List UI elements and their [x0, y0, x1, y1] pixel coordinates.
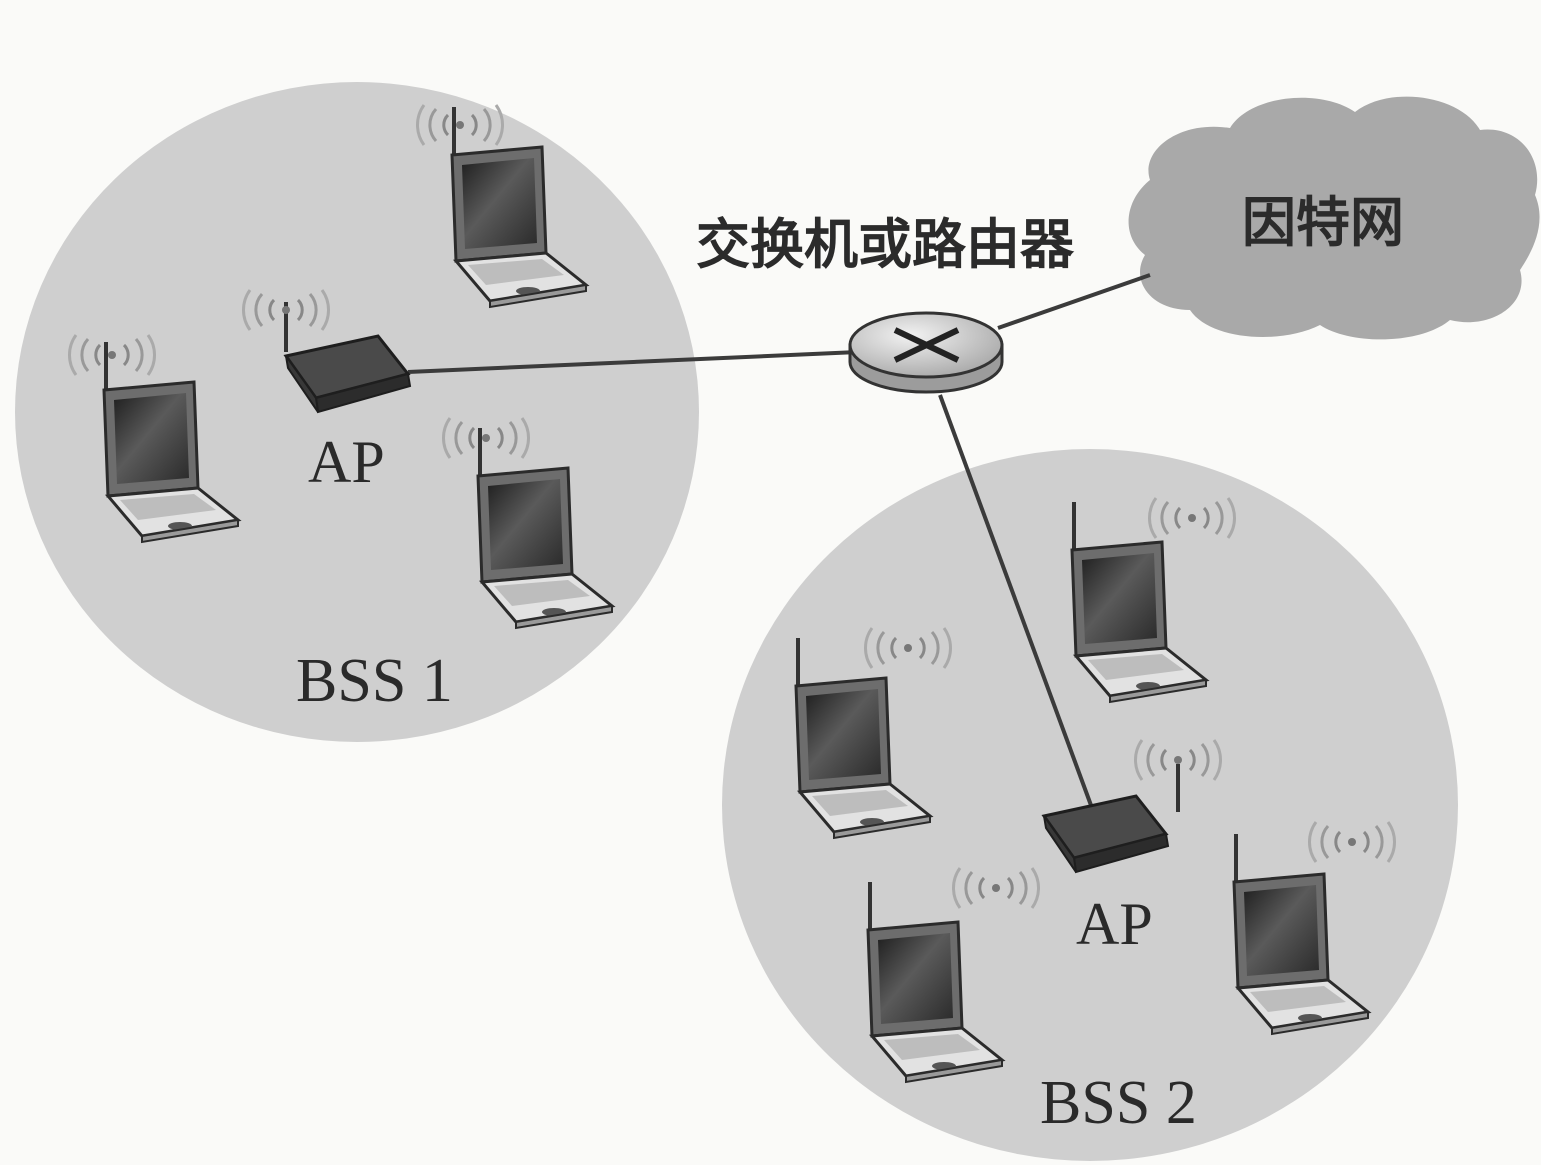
bss1-label: BSS 1 — [296, 647, 453, 715]
internet-label: 因特网 — [1242, 191, 1404, 254]
internet-cloud — [1128, 96, 1540, 340]
bss2-label: BSS 2 — [1040, 1069, 1197, 1137]
access-point-icon — [1042, 738, 1223, 874]
link-router-ap2 — [938, 394, 1094, 809]
router-icon — [848, 311, 1004, 394]
access-point-icon — [241, 288, 412, 414]
ap1-label: AP — [308, 429, 385, 495]
ap2-label: AP — [1076, 891, 1153, 957]
router-label: 交换机或路由器 — [696, 213, 1074, 276]
link-ap1-router — [407, 350, 859, 374]
link-router-internet — [997, 273, 1151, 330]
